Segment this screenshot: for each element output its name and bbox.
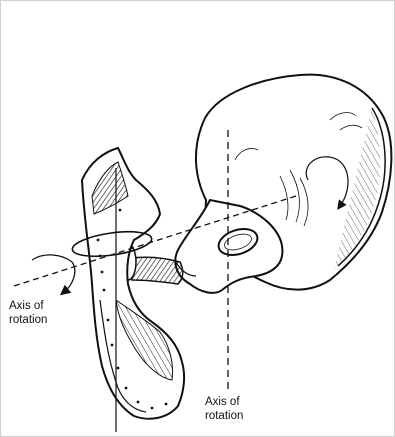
bottom-axis-label: Axis of rotation: [205, 395, 243, 423]
left-axis-label: Axis of rotation: [9, 299, 47, 327]
